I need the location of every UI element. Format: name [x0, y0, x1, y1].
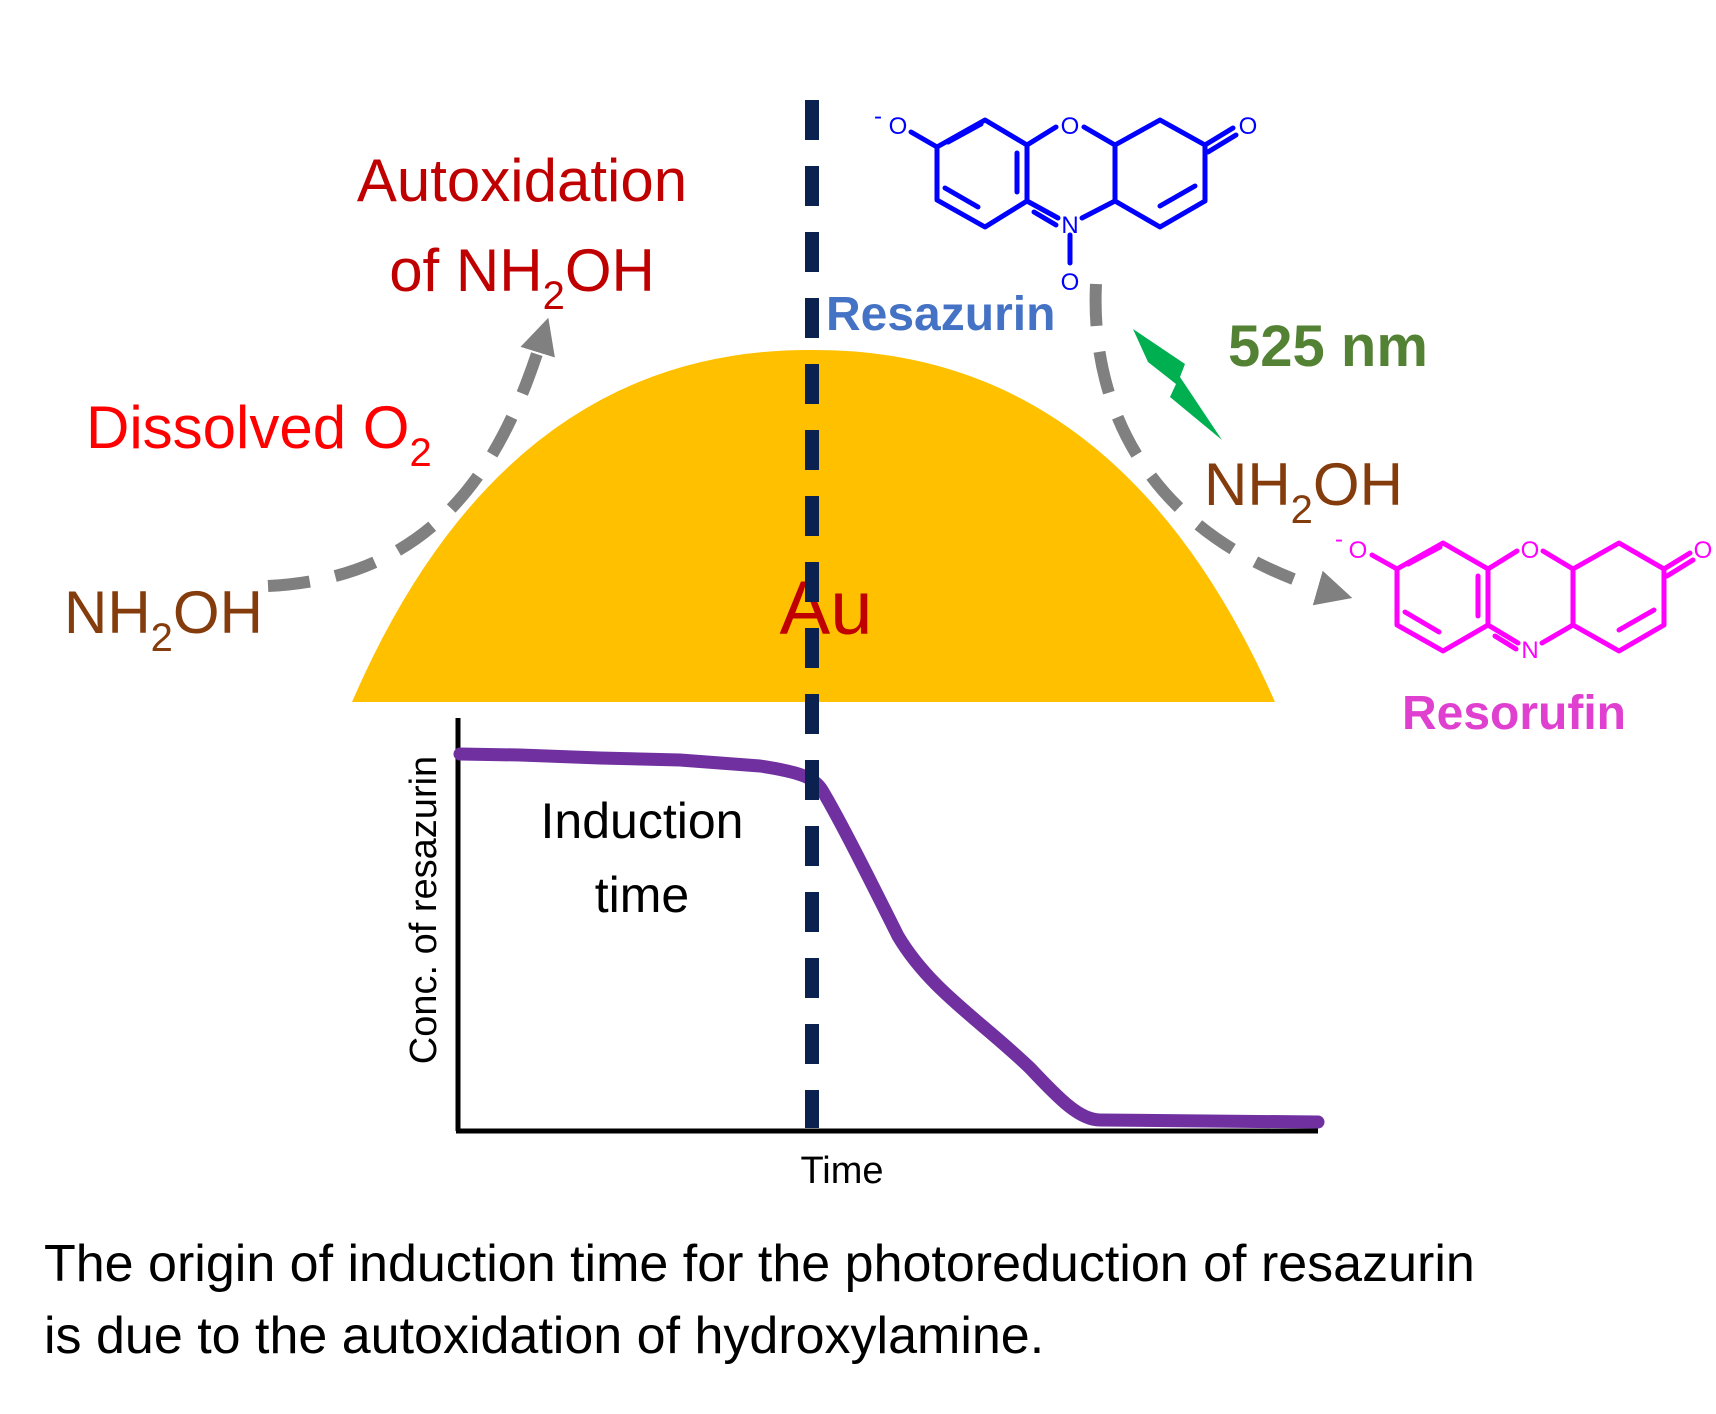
dissolved-o2-sub: 2 [409, 431, 431, 475]
plot-xlabel: Time [800, 1150, 883, 1192]
nh2oh-right-label: NH2OH [1204, 451, 1403, 532]
resorufin-o-bridge: O [1521, 537, 1540, 564]
nh2oh-right-sub: 2 [1291, 488, 1313, 532]
autoxidation-sub: 2 [543, 274, 565, 318]
resorufin-phenoxide-o: O [1349, 537, 1368, 564]
autoxidation-nh: of NH [389, 237, 542, 304]
resazurin-phenoxide-o: O [889, 113, 908, 140]
wavelength-label: 525 nm [1228, 314, 1428, 379]
resazurin-n-oxide: O [1061, 269, 1080, 296]
lightning-icon [1133, 329, 1222, 440]
autoxidation-oh: OH [565, 237, 655, 304]
nh2oh-left-label: NH2OH [64, 579, 263, 660]
resazurin-o-bridge: O [1061, 113, 1080, 140]
resorufin-n: N [1521, 637, 1538, 664]
resorufin-molecule [1369, 540, 1696, 654]
resazurin-carbonyl-o: O [1239, 113, 1258, 140]
nh2oh-left-sub: 2 [151, 616, 173, 660]
au-label: Au [780, 566, 873, 651]
nh2oh-right-oh: OH [1313, 451, 1403, 518]
nh2oh-left-nh: NH [64, 579, 151, 646]
resorufin-minus: - [1335, 526, 1343, 553]
induction-label-line1: Induction [541, 793, 744, 849]
plot-ylabel: Conc. of resazurin [403, 756, 445, 1064]
nh2oh-left-oh: OH [173, 579, 263, 646]
dissolved-o2-label: Dissolved O2 [86, 394, 432, 475]
resazurin-n: N [1061, 212, 1078, 239]
right-reaction-arrow [1089, 283, 1353, 606]
autoxidation-label-line2: of NH2OH [389, 237, 655, 318]
dissolved-o2-text: Dissolved O [86, 394, 409, 461]
autoxidation-label-line1: Autoxidation [357, 147, 687, 214]
induction-label-line2: time [595, 867, 689, 923]
caption-line2: is due to the autoxidation of hydroxylam… [44, 1307, 1045, 1365]
resazurin-label: Resazurin [826, 288, 1055, 341]
nh2oh-right-nh: NH [1204, 451, 1291, 518]
figure-caption: The origin of induction time for the pho… [44, 1228, 1684, 1372]
caption-line1: The origin of induction time for the pho… [44, 1235, 1475, 1293]
resorufin-carbonyl-o: O [1694, 537, 1713, 564]
resazurin-molecule [908, 117, 1239, 266]
resorufin-label: Resorufin [1402, 687, 1626, 740]
resazurin-minus: - [874, 103, 882, 130]
left-reaction-arrow [267, 317, 555, 592]
